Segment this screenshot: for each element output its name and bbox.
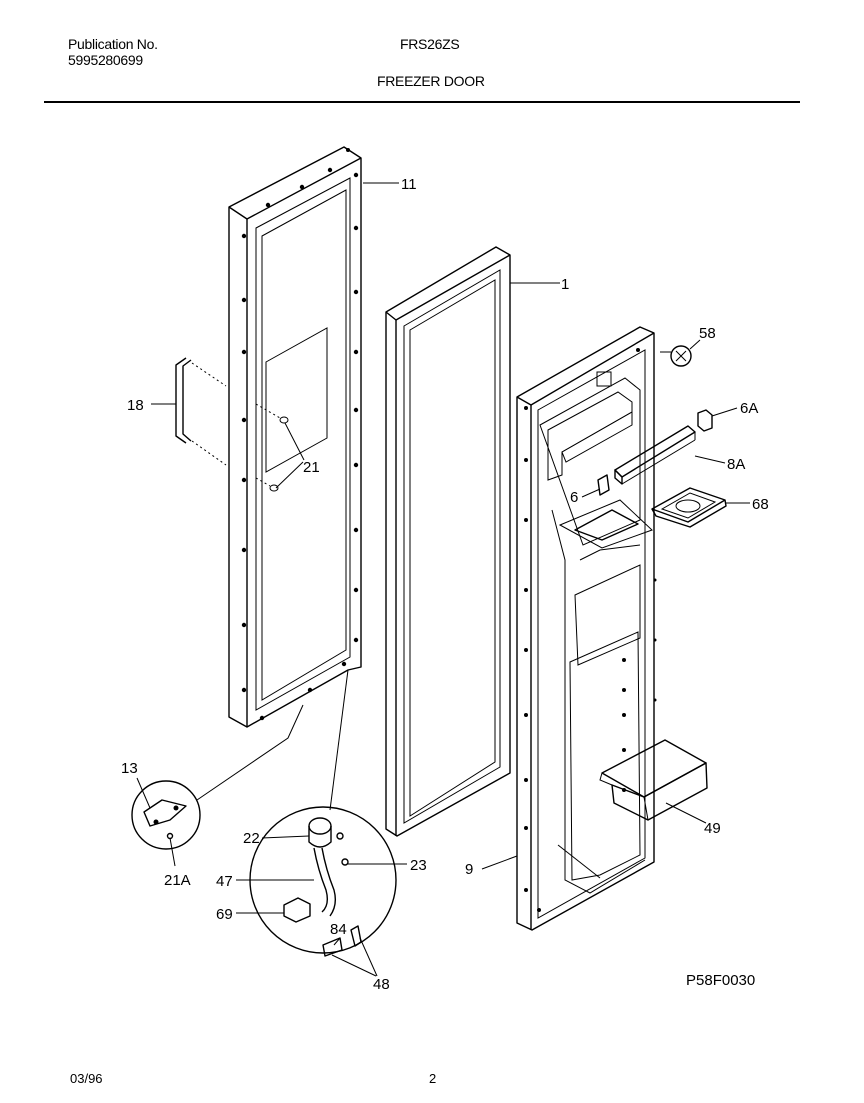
part-label-13: 13 — [121, 760, 138, 777]
part-label-18: 18 — [127, 397, 144, 414]
header-rule — [44, 101, 800, 103]
door-gasket — [385, 246, 511, 837]
part-label-23: 23 — [410, 857, 427, 874]
part-label-6: 6 — [570, 489, 578, 506]
screws-21 — [255, 403, 289, 492]
screw-58 — [660, 345, 692, 367]
publication-label: Publication No. — [68, 36, 158, 52]
publication-number: 5995280699 — [68, 52, 143, 68]
part-label-11: 11 — [401, 176, 417, 193]
part-label-58: 58 — [699, 325, 716, 342]
door-bin-49 — [599, 739, 708, 821]
section-title: FREEZER DOOR — [377, 73, 485, 89]
part-label-68: 68 — [752, 496, 769, 513]
switch-6 — [597, 474, 610, 496]
door-liner-frame — [196, 146, 362, 811]
part-label-8a: 8A — [727, 456, 745, 473]
wiring-inset — [249, 806, 397, 957]
part-labels: 11 1 58 6A 8A 6 68 18 21 13 21A 22 23 47… — [121, 176, 769, 993]
dispenser-pad-68 — [651, 487, 727, 528]
part-label-49: 49 — [704, 820, 721, 837]
diagram-code: P58F0030 — [686, 972, 756, 989]
part-label-69: 69 — [216, 906, 233, 923]
model-number: FRS26ZS — [400, 36, 460, 52]
part-label-47: 47 — [216, 873, 233, 890]
part-label-6a: 6A — [740, 400, 758, 417]
door-handle — [175, 357, 227, 466]
part-label-21: 21 — [303, 459, 320, 476]
part-label-21a: 21A — [164, 872, 191, 889]
part-label-84: 84 — [330, 921, 347, 938]
dispenser-door-panel — [516, 326, 657, 931]
part-label-9: 9 — [465, 861, 473, 878]
leader-lines — [136, 182, 750, 977]
hinge-inset-13 — [131, 780, 201, 850]
part-label-22: 22 — [243, 830, 260, 847]
part-label-1: 1 — [561, 276, 569, 293]
clip-6a — [697, 409, 713, 432]
page-number: 2 — [429, 1071, 437, 1086]
part-label-48: 48 — [373, 976, 390, 993]
light-bar-8a — [614, 425, 696, 485]
footer-date: 03/96 — [70, 1071, 103, 1086]
